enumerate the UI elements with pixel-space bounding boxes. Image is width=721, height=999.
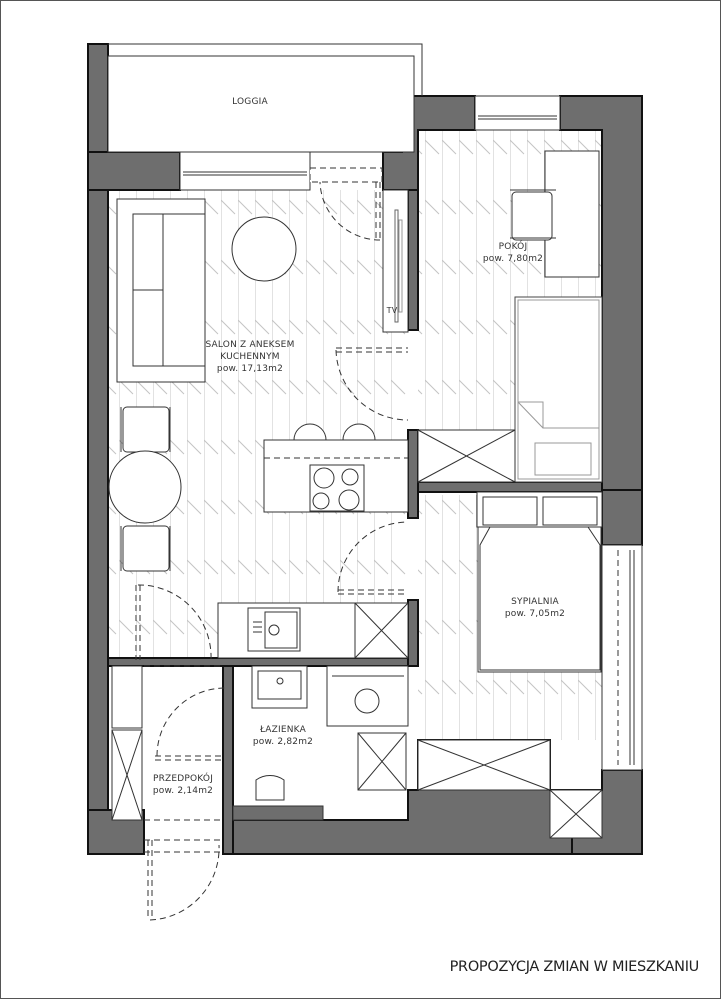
salon-name-line1: SALON Z ANEKSEM [205, 340, 295, 350]
drawing-title: PROPOZYCJA ZMIAN W MIESZKANIU [449, 959, 700, 975]
loggia-outline [107, 43, 423, 153]
sypialnia-wardrobe [417, 739, 603, 839]
sofa [116, 198, 206, 383]
double-bed [476, 491, 603, 673]
przedpokoj-area: pow. 2,14m2 [152, 786, 214, 796]
bathroom-fixtures [232, 665, 409, 821]
coffee-table [231, 216, 297, 282]
salon-area: pow. 17,13m2 [216, 364, 284, 374]
room-label-przedpokoj: PRZEDPOKÓJ pow. 2,14m2 [140, 773, 226, 797]
bathroom-door [155, 687, 226, 761]
sypialnia-area: pow. 7,05m2 [504, 609, 566, 619]
przedpokoj-name: PRZEDPOKÓJ [152, 774, 214, 784]
salon-name-line2: KUCHENNYM [220, 352, 280, 362]
dining-set [108, 406, 182, 572]
room-label-loggia: LOGGIA [232, 97, 268, 107]
room-label-pokoj: POKÓJ pow. 7,80m2 [468, 241, 558, 265]
room-label-salon: SALON Z ANEKSEM KUCHENNYM pow. 17,13m2 [190, 339, 310, 375]
kitchen-island [263, 423, 409, 513]
tv-label: TV [386, 306, 398, 315]
lazienka-name: ŁAZIENKA [260, 725, 306, 735]
sypialnia-door [337, 521, 409, 595]
hallway [111, 665, 223, 821]
entrance-door [144, 839, 223, 921]
pokoj-name: POKÓJ [498, 242, 528, 252]
pokoj-wardrobe [417, 429, 516, 483]
loggia-window [179, 151, 311, 191]
desk-chair [510, 189, 556, 241]
salon-door [135, 584, 212, 661]
pokoj-door [335, 347, 409, 421]
pokoj-window [474, 95, 561, 131]
single-bed [514, 296, 603, 483]
tv-unit [382, 189, 409, 333]
pokoj-area: pow. 7,80m2 [482, 254, 544, 264]
room-label-lazienka: ŁAZIENKA pow. 2,82m2 [238, 724, 328, 748]
sypialnia-window [601, 544, 643, 771]
room-label-sypialnia: SYPIALNIA pow. 7,05m2 [490, 596, 580, 620]
sypialnia-name: SYPIALNIA [511, 597, 559, 607]
loggia-door [309, 167, 383, 241]
kitchen-counter [217, 602, 409, 659]
lazienka-area: pow. 2,82m2 [252, 737, 314, 747]
